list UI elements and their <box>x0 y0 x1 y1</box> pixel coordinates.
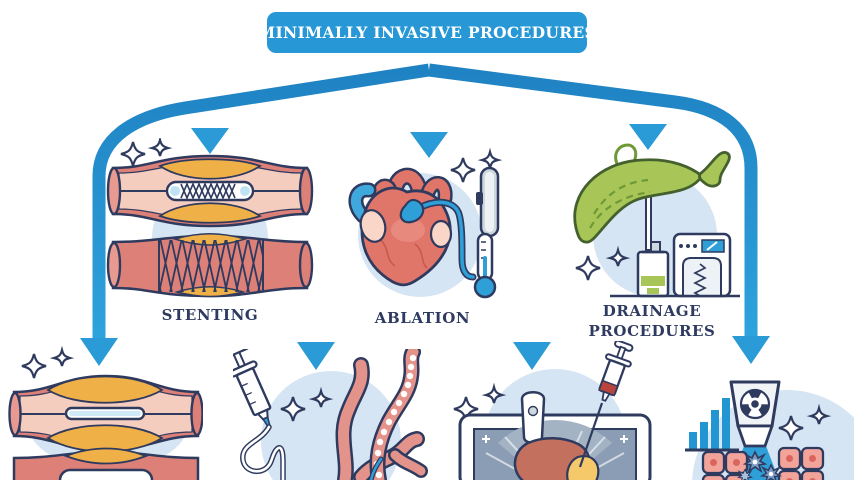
damaged-cells <box>737 450 783 480</box>
background-circle <box>261 371 401 480</box>
sparkle-icon <box>21 346 75 379</box>
page-title: MINIMALLY INVASIVE PROCEDURES <box>258 23 596 42</box>
balloon-angioplasty-artery-icon <box>8 346 203 480</box>
drainage-label-line2: PROCEDURES <box>588 322 716 340</box>
arrow-down-icon <box>297 342 335 370</box>
ablation-label: ABLATION <box>374 309 471 327</box>
arrow-down-icon <box>732 336 770 364</box>
gallbladder-drainage-pump-icon <box>573 143 740 298</box>
heart-ablation-catheter-icon <box>348 147 503 299</box>
ultrasound-probe-icon <box>520 391 546 445</box>
wand-device <box>476 166 500 238</box>
sparkle-icon <box>280 386 334 422</box>
heart <box>348 167 453 287</box>
tissue-cells <box>701 446 825 480</box>
arrow-down-icon <box>513 342 551 370</box>
syringe-icon <box>233 349 272 428</box>
radiation-applicator-icon <box>729 380 781 448</box>
screen-plus-marks <box>482 435 628 443</box>
arrow-down-icon <box>191 128 229 154</box>
drainage-pump-device <box>672 232 732 298</box>
arrow-down-icon <box>629 124 667 150</box>
arrow-down-icon <box>80 338 118 366</box>
artery-with-balloon <box>8 374 203 453</box>
kidney-on-screen <box>513 437 600 480</box>
embolization-syringe-vessels-icon <box>233 349 428 480</box>
radiation-therapy-cells-icon <box>685 380 854 480</box>
drainage-tube <box>645 193 652 251</box>
sparkle-icon <box>575 245 631 281</box>
sparkle-icon <box>778 403 832 441</box>
thermometer-icon <box>473 232 497 299</box>
biopsy-needle-syringe-icon <box>578 341 634 468</box>
catheter-in-vessel <box>368 456 384 480</box>
dose-bar-chart <box>685 398 739 452</box>
title-banner: MINIMALLY INVASIVE PROCEDURES <box>258 12 596 53</box>
artery-with-inflated-balloon <box>12 447 200 480</box>
drainage-procedures-label: DRAINAGE PROCEDURES <box>562 301 742 341</box>
drainage-label-line1: DRAINAGE <box>602 302 702 320</box>
arrow-down-icon <box>410 132 448 158</box>
artery-with-expanded-stent <box>106 233 314 298</box>
stented-artery-icon <box>106 138 314 298</box>
artery-with-stent <box>106 154 314 228</box>
syringe-tube <box>240 424 286 480</box>
ablation-catheter <box>399 198 477 281</box>
left-wing-line <box>92 63 431 342</box>
image-guided-biopsy-icon <box>453 341 652 480</box>
gallbladder <box>573 143 731 244</box>
right-wing-line <box>428 63 758 340</box>
radiation-trefoil-icon <box>739 388 771 420</box>
embolic-beads <box>373 354 417 479</box>
stenting-label: STENTING <box>161 306 259 324</box>
